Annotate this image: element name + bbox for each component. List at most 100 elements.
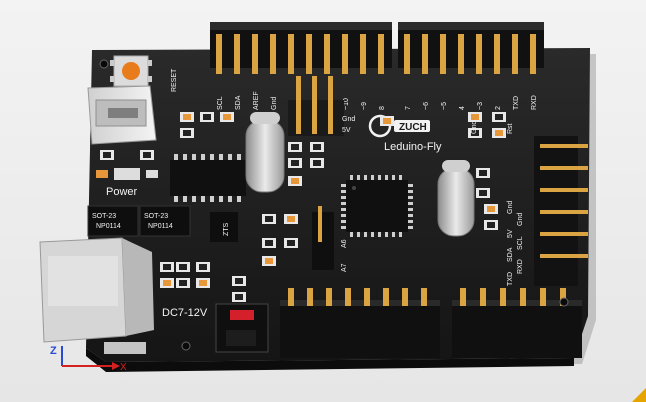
pin-label: Gnd	[271, 97, 278, 110]
mcu-pin	[399, 232, 402, 237]
pin-label: SCL	[217, 96, 224, 110]
header-pin	[234, 34, 240, 74]
header-pin	[512, 34, 518, 74]
smd-body	[313, 160, 321, 166]
mcu-pin	[385, 232, 388, 237]
mcu-pin	[350, 232, 353, 237]
mcu-pin	[364, 175, 367, 180]
svg-text:SOT-23: SOT-23	[144, 213, 168, 220]
svg-text:Rst: Rst	[507, 123, 514, 134]
pin-label: AREF	[253, 91, 260, 110]
mcu-pin	[408, 184, 413, 187]
smd-body	[265, 258, 273, 264]
header-pin	[494, 34, 500, 74]
axis-gizmo: Z X	[50, 345, 127, 373]
mcu-pin	[392, 232, 395, 237]
top-header-right	[398, 22, 544, 74]
right-pin-label: 5V	[507, 229, 514, 238]
mcu-pin	[408, 202, 413, 205]
ic-pin	[219, 196, 223, 202]
right-pin	[564, 254, 588, 258]
header-pin	[364, 288, 370, 306]
smd-body	[287, 216, 295, 222]
svg-text:ZUCH: ZUCH	[399, 122, 427, 133]
smd-body	[143, 152, 151, 158]
pin-label: 8	[379, 106, 386, 110]
ic-pin	[237, 196, 241, 202]
pcb-board	[86, 48, 590, 362]
smd-body	[495, 130, 503, 136]
header-pin	[422, 34, 428, 74]
header-pin	[378, 34, 384, 74]
ic-pin	[219, 154, 223, 160]
mcu-pin	[364, 232, 367, 237]
corner-marker-icon	[632, 388, 646, 402]
ic-pin	[174, 196, 178, 202]
svg-text:5V: 5V	[342, 127, 351, 134]
right-pin-label: TXD	[507, 272, 514, 286]
smd-body	[291, 144, 299, 150]
pin-label: ~6	[423, 102, 430, 110]
smd-body	[487, 222, 495, 228]
pin-label: 2	[495, 106, 502, 110]
smd-body	[203, 114, 211, 120]
svg-text:A6: A6	[341, 239, 348, 248]
header-pin	[476, 34, 482, 74]
pin-label: ~10	[343, 98, 350, 110]
header-pin	[540, 288, 546, 306]
smd-body	[495, 114, 503, 120]
mcu-pin	[408, 214, 413, 217]
header-pin	[440, 34, 446, 74]
mcu-pin	[341, 202, 346, 205]
mcu-pin	[357, 232, 360, 237]
header-pin	[500, 288, 506, 306]
smd-body	[471, 114, 479, 120]
mcu-pin	[341, 220, 346, 223]
reset-label: RESET	[171, 68, 178, 92]
header-pin	[326, 288, 332, 306]
mcu-pin	[408, 190, 413, 193]
dc-label: DC7-12V	[162, 307, 208, 319]
sot-ic-2: SOT-23 NP0114	[139, 205, 191, 237]
ic-pin	[192, 196, 196, 202]
ic-pin	[183, 154, 187, 160]
ic-pin	[192, 154, 196, 160]
smd-body	[179, 280, 187, 286]
svg-text:NP0114: NP0114	[96, 223, 121, 230]
header-pin	[306, 34, 312, 74]
bottom-header-left	[280, 288, 440, 358]
mounting-hole	[99, 59, 109, 69]
pin-label: 7	[405, 106, 412, 110]
header-pin	[270, 34, 276, 74]
smd-body	[199, 264, 207, 270]
mcu-pin	[341, 214, 346, 217]
smd-body	[103, 152, 111, 158]
smd-body	[471, 130, 479, 136]
right-pin-header	[534, 136, 588, 286]
header-pin	[480, 288, 486, 306]
smd-body	[235, 294, 243, 300]
mcu-pin	[399, 175, 402, 180]
mcu-pin	[392, 175, 395, 180]
smd-body	[479, 170, 487, 176]
smd-body	[487, 206, 495, 212]
right-pin	[564, 144, 588, 148]
mcu-pin	[341, 208, 346, 211]
pin-label: ~5	[441, 102, 448, 110]
right-pin-label: RXD	[517, 259, 524, 274]
svg-text:Gnd: Gnd	[471, 121, 478, 134]
header-pin	[520, 288, 526, 306]
header-pin	[288, 288, 294, 306]
ic-pin	[201, 196, 205, 202]
mcu-pin	[378, 232, 381, 237]
ic-pin	[210, 154, 214, 160]
mcu-pin	[378, 175, 381, 180]
icsp-pin	[296, 76, 301, 134]
mcu-chip	[341, 175, 413, 237]
reset-button	[110, 55, 152, 87]
mcu-pin	[408, 226, 413, 229]
right-pin-label: SCL	[517, 236, 524, 250]
axis-x-label: X	[120, 362, 127, 373]
smd-body	[313, 144, 321, 150]
